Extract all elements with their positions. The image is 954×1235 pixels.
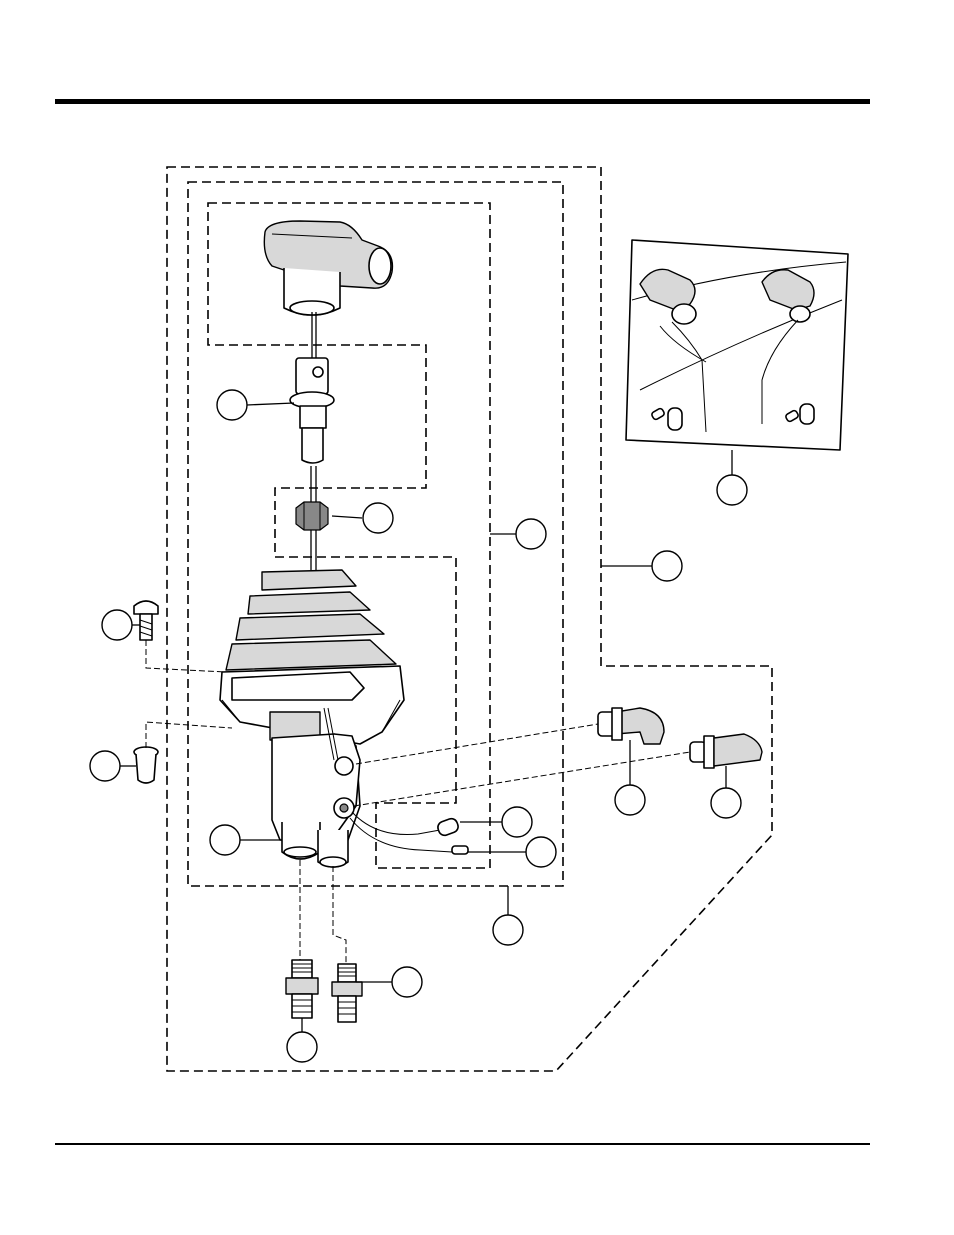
inset-handle-options (626, 240, 848, 450)
callout-c1[interactable] (217, 390, 247, 420)
callout-c14[interactable] (392, 967, 422, 997)
straight-fitting-a (286, 960, 318, 1018)
callout-c15[interactable] (287, 1032, 317, 1062)
fitting-b-leader (333, 866, 346, 964)
callout-c12[interactable] (711, 788, 741, 818)
screw-leader (146, 640, 226, 672)
elbow-fitting-90 (598, 708, 664, 744)
callout-c10[interactable] (526, 837, 556, 867)
switch-wire-a (352, 812, 440, 835)
callout-c3[interactable] (516, 519, 546, 549)
plug-leader (146, 722, 232, 748)
elbow-90-leader (356, 724, 598, 764)
header-rule (55, 99, 870, 104)
jam-nut (296, 502, 328, 530)
footer-rule (55, 1143, 870, 1145)
callout-c4[interactable] (652, 551, 682, 581)
wire-terminal-a (436, 817, 460, 837)
wire-terminal-b (452, 846, 468, 854)
grip-handle (264, 221, 392, 315)
elbow-fitting-45 (690, 734, 762, 768)
plug (134, 747, 158, 783)
callout-c5[interactable] (717, 475, 747, 505)
leader-c2 (332, 516, 362, 518)
callout-c9[interactable] (502, 807, 532, 837)
straight-fitting-b (332, 964, 362, 1022)
leader-c1 (247, 403, 294, 405)
callout-c11[interactable] (615, 785, 645, 815)
callout-c7[interactable] (90, 751, 120, 781)
callout-c2[interactable] (363, 503, 393, 533)
callout-c8[interactable] (210, 825, 240, 855)
callout-c6[interactable] (102, 610, 132, 640)
screw (134, 601, 158, 640)
shaft-coupler (290, 358, 334, 463)
callout-c13[interactable] (493, 915, 523, 945)
